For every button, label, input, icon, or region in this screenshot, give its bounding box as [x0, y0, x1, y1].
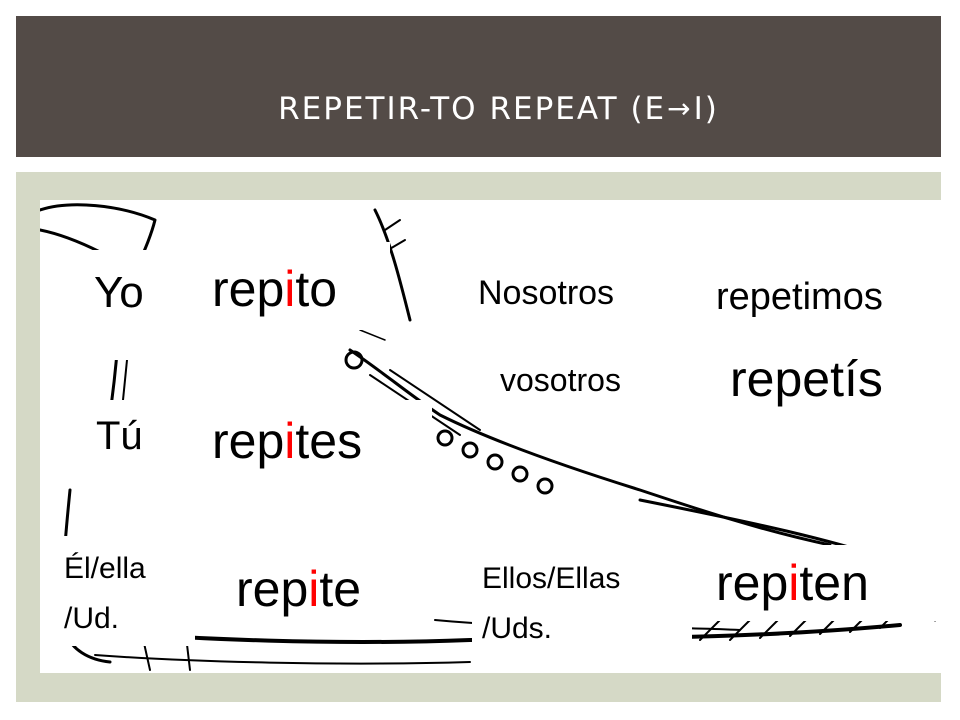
nosotros-row-cell [460, 260, 942, 320]
el-form-cell [210, 558, 432, 630]
tu-form-cell [200, 400, 432, 470]
title-bar: REPETIR-TO REPEAT (E→I) [16, 16, 941, 157]
form-nosotros: repetimos [716, 276, 883, 318]
right-arrow-icon: → [667, 91, 693, 125]
vosotros-row-cell [480, 350, 740, 410]
stem-change-highlight: i [284, 413, 296, 469]
el-cell [60, 536, 195, 646]
form-yo: repito [212, 261, 338, 317]
title-text-before: REPETIR-TO REPEAT (E [278, 90, 667, 127]
stem-change-highlight: i [788, 555, 800, 611]
yo-cell [80, 250, 200, 360]
pronoun-vosotros: vosotros [500, 362, 621, 398]
pronoun-tu: Tú [96, 414, 143, 458]
pronoun-ellos: Ellos/Ellas/Uds. [482, 562, 621, 645]
form-vosotros: repetís [730, 351, 883, 407]
form-el: repite [236, 561, 362, 617]
pronoun-nosotros: Nosotros [478, 274, 615, 312]
ellos-cell [472, 545, 692, 651]
pronoun-el: Él/ella/Ud. [64, 552, 146, 635]
conjugation-area: Yo repito Tú repites Él/ella/Ud. repite … [40, 200, 942, 673]
stem-change-highlight: i [284, 261, 296, 317]
form-tu: repites [212, 413, 363, 469]
pronoun-yo: Yo [94, 268, 144, 317]
slide-title: REPETIR-TO REPEAT (E→I) [238, 91, 719, 127]
title-text-after: I) [693, 90, 719, 127]
form-ellos: repiten [716, 555, 869, 611]
ellos-form-cell [700, 545, 942, 621]
yo-form-cell [200, 242, 390, 330]
tu-cell [80, 400, 200, 480]
stem-change-highlight: i [308, 561, 320, 617]
vosotros-form-cell [720, 340, 920, 410]
